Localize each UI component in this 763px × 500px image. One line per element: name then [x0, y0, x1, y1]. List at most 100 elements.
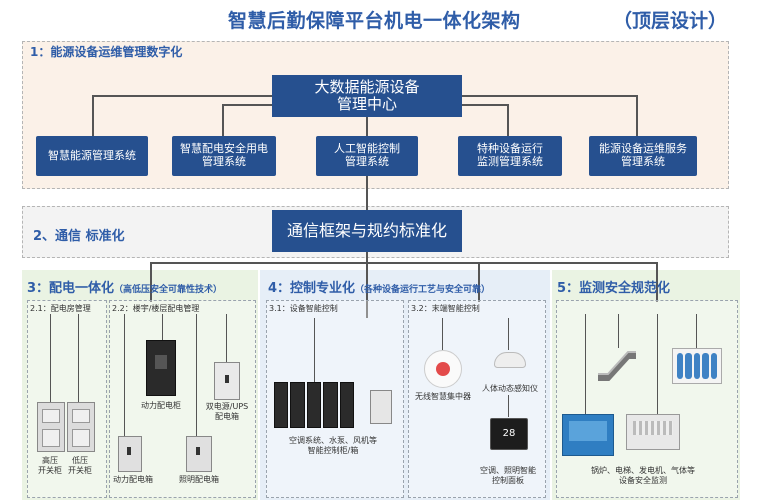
subpanel-building-power-label: 2.2：楼宇/楼层配电管理 [112, 304, 200, 313]
system-box-om-service: 能源设备运维服务管理系统 [589, 136, 697, 176]
center-line2: 管理中心 [336, 95, 397, 113]
connector [150, 262, 656, 264]
subpanel-equipment-control-label: 3.1：设备智能控制 [269, 304, 338, 313]
system-label: 监测管理系统 [477, 155, 543, 168]
lighting-box-label: 照明配电箱 [179, 475, 219, 484]
section3-note: （高低压安全可靠性技术） [114, 285, 223, 295]
motion-sensor-icon [494, 352, 526, 368]
connector [222, 104, 224, 136]
connector [222, 104, 272, 106]
cap-line: 控制面板 [492, 476, 524, 485]
big-data-center-box: 大数据能源设备管理中心 [272, 75, 462, 117]
connector [442, 318, 443, 350]
connector [162, 314, 163, 340]
connector [585, 314, 586, 414]
connector [50, 314, 51, 402]
section4-title: 4：控制专业化 [268, 281, 356, 296]
subpanel-terminal-control [408, 300, 546, 498]
system-label: 管理系统 [202, 155, 246, 168]
power-box-label: 动力配电箱 [113, 475, 153, 484]
section2-heading: 2、通信 标准化 [33, 229, 125, 244]
comm-framework-box: 通信框架与规约标准化 [272, 210, 462, 252]
connector [366, 252, 368, 318]
center-line1: 大数据能源设备 [314, 77, 420, 96]
power-cabinet-label: 动力配电柜 [141, 401, 181, 410]
page-subtitle: （顶层设计） [613, 10, 728, 32]
connector [366, 176, 368, 210]
section5-heading: 5：监测安全规范化 [557, 281, 671, 296]
system-label: 特种设备运行 [477, 142, 543, 156]
power-cabinet-icon [146, 340, 176, 396]
cap-line: 开关柜 [38, 466, 62, 475]
hub-label: 无线智慧集中器 [415, 392, 471, 401]
section3-heading: 3：配电一体化（高低压安全可靠性技术） [27, 277, 222, 296]
cap-line: 空调、照明智能 [480, 466, 536, 475]
ups-box-icon [214, 362, 240, 400]
subpanel-power-room [27, 300, 107, 498]
system-label: 智慧能源管理系统 [48, 148, 136, 162]
lv-switchgear-icon [67, 402, 95, 452]
control-cabinets-label: 空调系统、水泵、风机等智能控制柜/箱 [278, 436, 388, 456]
hub-icon [424, 350, 462, 388]
connector [507, 104, 509, 136]
system-box-power-safety: 智慧配电安全用电管理系统 [172, 136, 276, 176]
system-box-energy: 智慧能源管理系统 [36, 136, 148, 176]
system-label: 人工智能控制 [334, 142, 400, 156]
hv-switchgear-label: 高压开关柜 [30, 456, 70, 476]
cap-line: 高压 [42, 456, 58, 465]
connector [656, 262, 658, 302]
connector [636, 95, 638, 136]
subpanel-terminal-control-label: 3.2：末端智能控制 [411, 304, 480, 313]
lighting-box-icon [186, 436, 212, 472]
connector [150, 262, 152, 302]
connector [508, 395, 509, 417]
control-panel-icon: 28 [490, 418, 528, 450]
connector [196, 314, 197, 436]
connector [226, 314, 227, 362]
cap-line: 双电源/UPS [205, 402, 249, 411]
connector [314, 318, 315, 382]
connector [78, 314, 79, 402]
connector [366, 117, 368, 136]
system-label: 管理系统 [345, 155, 389, 168]
connector [657, 314, 658, 414]
motion-sensor-label: 人体动态感知仪 [482, 384, 538, 393]
cap-line: 智能控制柜/箱 [307, 446, 359, 455]
connector [462, 95, 638, 97]
system-box-ai-control: 人工智能控制管理系统 [316, 136, 418, 176]
cap-line: 锅炉、电梯、发电机、气体等 [591, 466, 695, 475]
cap-line: 设备安全监测 [619, 476, 667, 485]
gas-cylinders-icon [672, 348, 722, 384]
system-label: 能源设备运维服务 [599, 142, 687, 156]
control-cabinets-icon [274, 382, 355, 428]
boiler-icon [562, 414, 614, 456]
section1-heading: 1：能源设备运维管理数字化 [30, 45, 183, 59]
connector [92, 95, 94, 136]
lv-switchgear-label: 低压开关柜 [60, 456, 100, 476]
system-box-special-equipment: 特种设备运行监测管理系统 [458, 136, 562, 176]
system-label: 智慧配电安全用电 [180, 142, 268, 156]
control-box-icon [370, 390, 392, 424]
panel-temp: 28 [502, 428, 516, 439]
connector [124, 314, 125, 436]
cap-line: 配电箱 [215, 412, 239, 421]
section-monitoring [552, 270, 740, 500]
connector [618, 314, 619, 348]
power-box-icon [118, 436, 142, 472]
connector [508, 318, 509, 350]
section4-heading: 4：控制专业化（各种设备运行工艺与安全可靠） [268, 277, 490, 296]
monitoring-label: 锅炉、电梯、发电机、气体等设备安全监测 [568, 466, 718, 486]
subpanel-power-room-label: 2.1：配电房管理 [30, 304, 91, 313]
escalator-icon [596, 348, 638, 382]
hv-switchgear-icon [37, 402, 65, 452]
generator-icon [626, 414, 680, 450]
connector [696, 314, 697, 348]
page-title: 智慧后勤保障平台机电一体化架构 [228, 10, 521, 32]
control-panel-label: 空调、照明智能控制面板 [474, 466, 542, 486]
connector [462, 104, 508, 106]
subpanel-monitoring [556, 300, 738, 498]
cap-line: 空调系统、水泵、风机等 [289, 436, 377, 445]
cap-line: 开关柜 [68, 466, 92, 475]
section3-title: 3：配电一体化 [27, 281, 115, 296]
